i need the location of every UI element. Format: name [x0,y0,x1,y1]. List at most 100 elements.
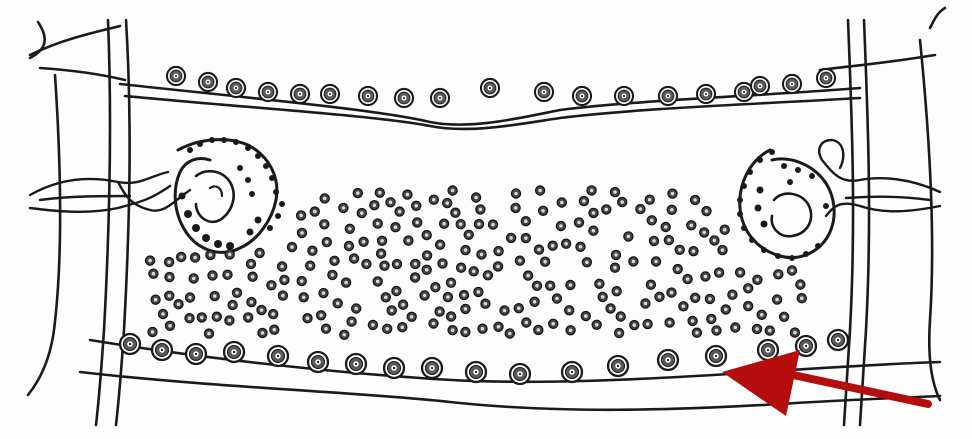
segment-outline [28,8,945,425]
testis [395,207,404,216]
testis [210,292,219,301]
testis [493,262,502,271]
testis [566,280,575,289]
testis [435,307,444,316]
testis [624,232,633,241]
testis [383,324,392,333]
anterior-follicle-row [167,67,835,107]
testis [443,293,452,302]
testis [536,186,545,195]
testis [306,261,315,270]
testis [478,324,487,333]
testis [451,208,460,217]
testis [246,259,255,268]
vitelline-follicle [167,67,185,85]
testis [752,324,761,333]
testis [208,271,217,280]
testis [606,304,615,313]
testis [611,250,620,259]
testis [392,260,401,269]
vitelline-follicle [706,346,726,366]
testis [598,292,607,301]
testis [339,203,348,212]
testis [267,281,276,290]
testis [191,253,200,262]
testis [481,299,490,308]
testis [647,216,656,225]
testis [753,275,762,284]
vitelline-follicle [152,340,172,360]
testis [511,189,520,198]
vitelline-follicle [422,358,442,378]
testis [618,198,627,207]
testis [718,246,727,255]
testis [796,280,805,289]
testis [270,325,279,334]
testis [247,298,256,307]
testis [185,314,194,323]
testis [422,231,431,240]
testis [447,312,456,321]
testis [701,272,710,281]
testis [340,330,349,339]
testis [457,263,466,272]
testis [461,327,470,336]
vitelline-follicle [535,83,553,101]
testis [278,262,287,271]
testis [257,306,266,315]
testis [440,219,449,228]
testis [317,311,326,320]
testis [582,258,591,267]
testis [787,266,796,275]
testis [378,236,387,245]
testis [391,223,400,232]
testis [407,312,416,321]
testis [581,312,590,321]
testis [679,302,688,311]
testis [297,228,306,237]
testis [665,318,674,327]
testis [649,236,658,245]
testis [359,237,368,246]
testis [165,291,174,300]
testis [429,319,438,328]
testis [420,291,429,300]
testis [469,267,478,276]
testis [765,326,774,335]
vitelline-follicle [359,87,377,105]
testis [587,186,596,195]
testis [474,287,483,296]
testis [534,245,543,254]
vitelline-follicle [510,364,530,384]
testis [443,199,452,208]
testis [652,257,661,266]
testis [456,220,465,229]
testis [589,208,598,217]
testis [645,195,654,204]
testis [515,256,524,265]
testis [483,271,492,280]
testis [319,289,328,298]
testis [278,291,287,300]
testis [189,274,198,283]
testis [541,257,550,266]
testis [297,211,306,220]
testis [610,263,619,272]
vitelline-follicle [481,79,499,97]
testis [574,218,583,227]
testis [436,240,445,249]
testis [225,316,234,325]
vitelline-follicle [758,340,778,360]
testis [646,280,655,289]
testis [511,203,520,212]
testis [610,188,619,197]
vitelline-follicle [384,358,404,378]
testis [636,205,645,214]
testis [524,271,533,280]
testis [350,254,359,263]
vitelline-follicle [321,85,339,103]
testis [589,226,598,235]
testis [347,317,356,326]
vitelline-follicle [224,342,244,362]
